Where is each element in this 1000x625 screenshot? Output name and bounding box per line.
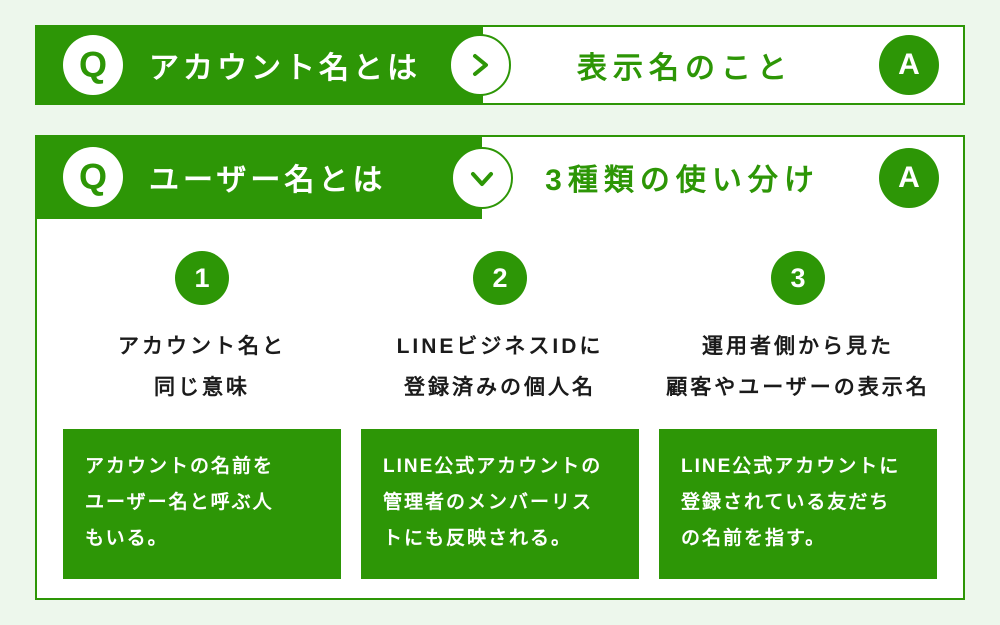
answer-three-usages: 3種類の使い分け (545, 164, 820, 197)
usage-caption: アカウント名と 同じ意味 (118, 335, 286, 399)
question-user-name: ユーザー名とは (149, 164, 387, 197)
chevron-right-glyph (473, 54, 488, 76)
answer-panel-user-name: 3種類の使い分け (484, 135, 965, 219)
question-bar-account-name: Q アカウント名とは (35, 25, 481, 105)
usage-item-1: 1 アカウント名と 同じ意味 アカウントの名前を ユーザー名と呼ぶ人 もいる。 (63, 251, 341, 579)
number-label: 1 (194, 262, 210, 293)
q-label: Q (78, 44, 107, 85)
question-bar-user-name: Q ユーザー名とは (35, 135, 482, 219)
usage-detail: LINE公式アカウントの 管理者のメンバーリス トにも反映される。 (361, 429, 639, 579)
a-icon: A (879, 35, 939, 95)
usage-caption: LINEビジネスIDに 登録済みの個人名 (396, 335, 604, 399)
answer-panel-account-name: 表示名のこと A (481, 25, 965, 105)
a-icon: A (879, 148, 939, 208)
number-3-icon: 3 (771, 251, 825, 305)
usage-detail: LINE公式アカウントに 登録されている友だち の名前を指す。 (659, 429, 937, 579)
usage-columns: 1 アカウント名と 同じ意味 アカウントの名前を ユーザー名と呼ぶ人 もいる。 … (37, 219, 963, 579)
chevron-down-glyph (471, 172, 493, 186)
q-icon: Q (63, 147, 123, 207)
usage-item-3: 3 運用者側から見た 顧客やユーザーの表示名 LINE公式アカウントに 登録され… (659, 251, 937, 579)
answer-display-name: 表示名のこと (577, 52, 793, 85)
number-1-icon: 1 (175, 251, 229, 305)
q-label: Q (78, 156, 107, 197)
number-label: 2 (492, 262, 508, 293)
number-label: 3 (790, 262, 806, 293)
chevron-down-icon (451, 147, 513, 209)
usage-item-2: 2 LINEビジネスIDに 登録済みの個人名 LINE公式アカウントの 管理者の… (361, 251, 639, 579)
a-label: A (898, 48, 920, 81)
a-label: A (898, 161, 920, 194)
qa-card-user-name: Q ユーザー名とは 3種類の使い分け A 1 アカウント名と 同じ意 (35, 135, 965, 600)
question-account-name: アカウント名とは (149, 52, 421, 85)
qa-banner-account-name: Q アカウント名とは 表示名のこと A (35, 25, 965, 105)
usage-detail: アカウントの名前を ユーザー名と呼ぶ人 もいる。 (63, 429, 341, 579)
number-2-icon: 2 (473, 251, 527, 305)
q-icon: Q (63, 35, 123, 95)
card-header-user-name: Q ユーザー名とは 3種類の使い分け A (35, 135, 965, 219)
chevron-right-icon (449, 34, 511, 96)
usage-caption: 運用者側から見た 顧客やユーザーの表示名 (666, 335, 930, 399)
